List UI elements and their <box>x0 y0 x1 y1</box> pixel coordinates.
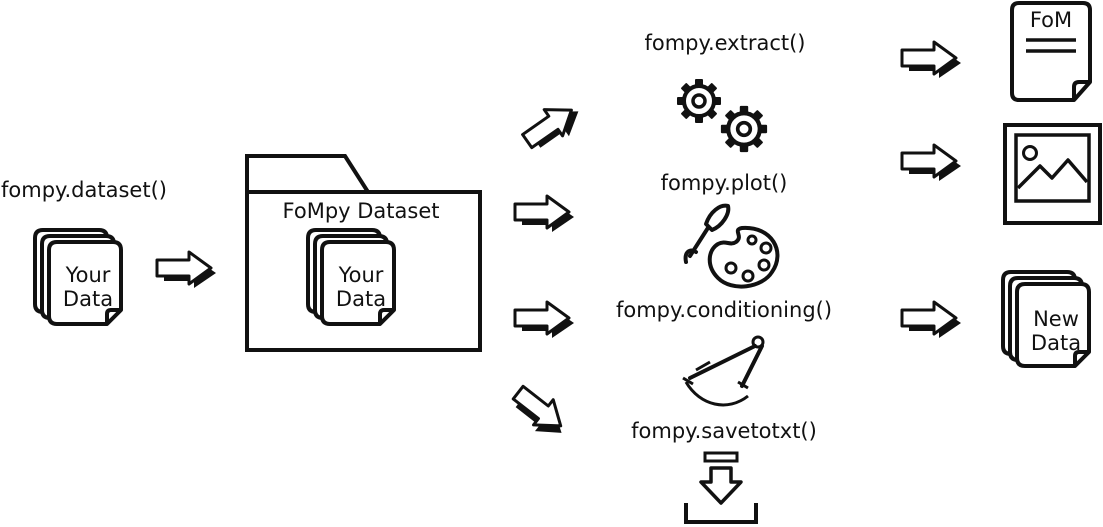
folder-data-label-line2: Data <box>336 287 386 311</box>
fom-document-label: FoM <box>1030 8 1072 32</box>
plot-function-label: fompy.plot() <box>661 171 788 195</box>
savetotxt-function-label: fompy.savetotxt() <box>631 419 817 443</box>
image-icon <box>1003 123 1102 225</box>
conditioning-function-label: fompy.conditioning() <box>616 298 832 322</box>
folder-data-stack-icon: Your Data <box>308 230 394 324</box>
arrow-right-icon <box>155 250 218 290</box>
arrow-right-icon <box>513 300 576 340</box>
fom-document-icon <box>1010 1 1092 102</box>
folder-data-label-line1: Your <box>338 263 384 287</box>
your-data-label-line1: Your <box>65 263 111 287</box>
arrow-right-icon <box>900 300 963 340</box>
extract-function-label: fompy.extract() <box>644 31 805 55</box>
arrow-up-right-icon <box>516 92 589 159</box>
gears-icon <box>675 77 767 152</box>
dataset-function-label: fompy.dataset() <box>1 178 167 202</box>
arrow-right-icon <box>513 194 576 234</box>
new-data-label-line2: Data <box>1031 331 1081 355</box>
folder-title: FoMpy Dataset <box>283 199 440 223</box>
download-icon <box>684 451 758 524</box>
paint-palette-icon <box>683 203 780 289</box>
compass-icon <box>682 335 765 407</box>
arrow-right-icon <box>900 40 963 80</box>
arrow-right-icon <box>900 143 963 183</box>
your-data-label-line2: Data <box>63 287 113 311</box>
arrow-down-right-icon <box>504 378 576 447</box>
new-data-stack-icon: New Data <box>1003 272 1089 366</box>
new-data-label-line1: New <box>1033 307 1079 331</box>
your-data-stack-icon: Your Data <box>35 230 121 324</box>
